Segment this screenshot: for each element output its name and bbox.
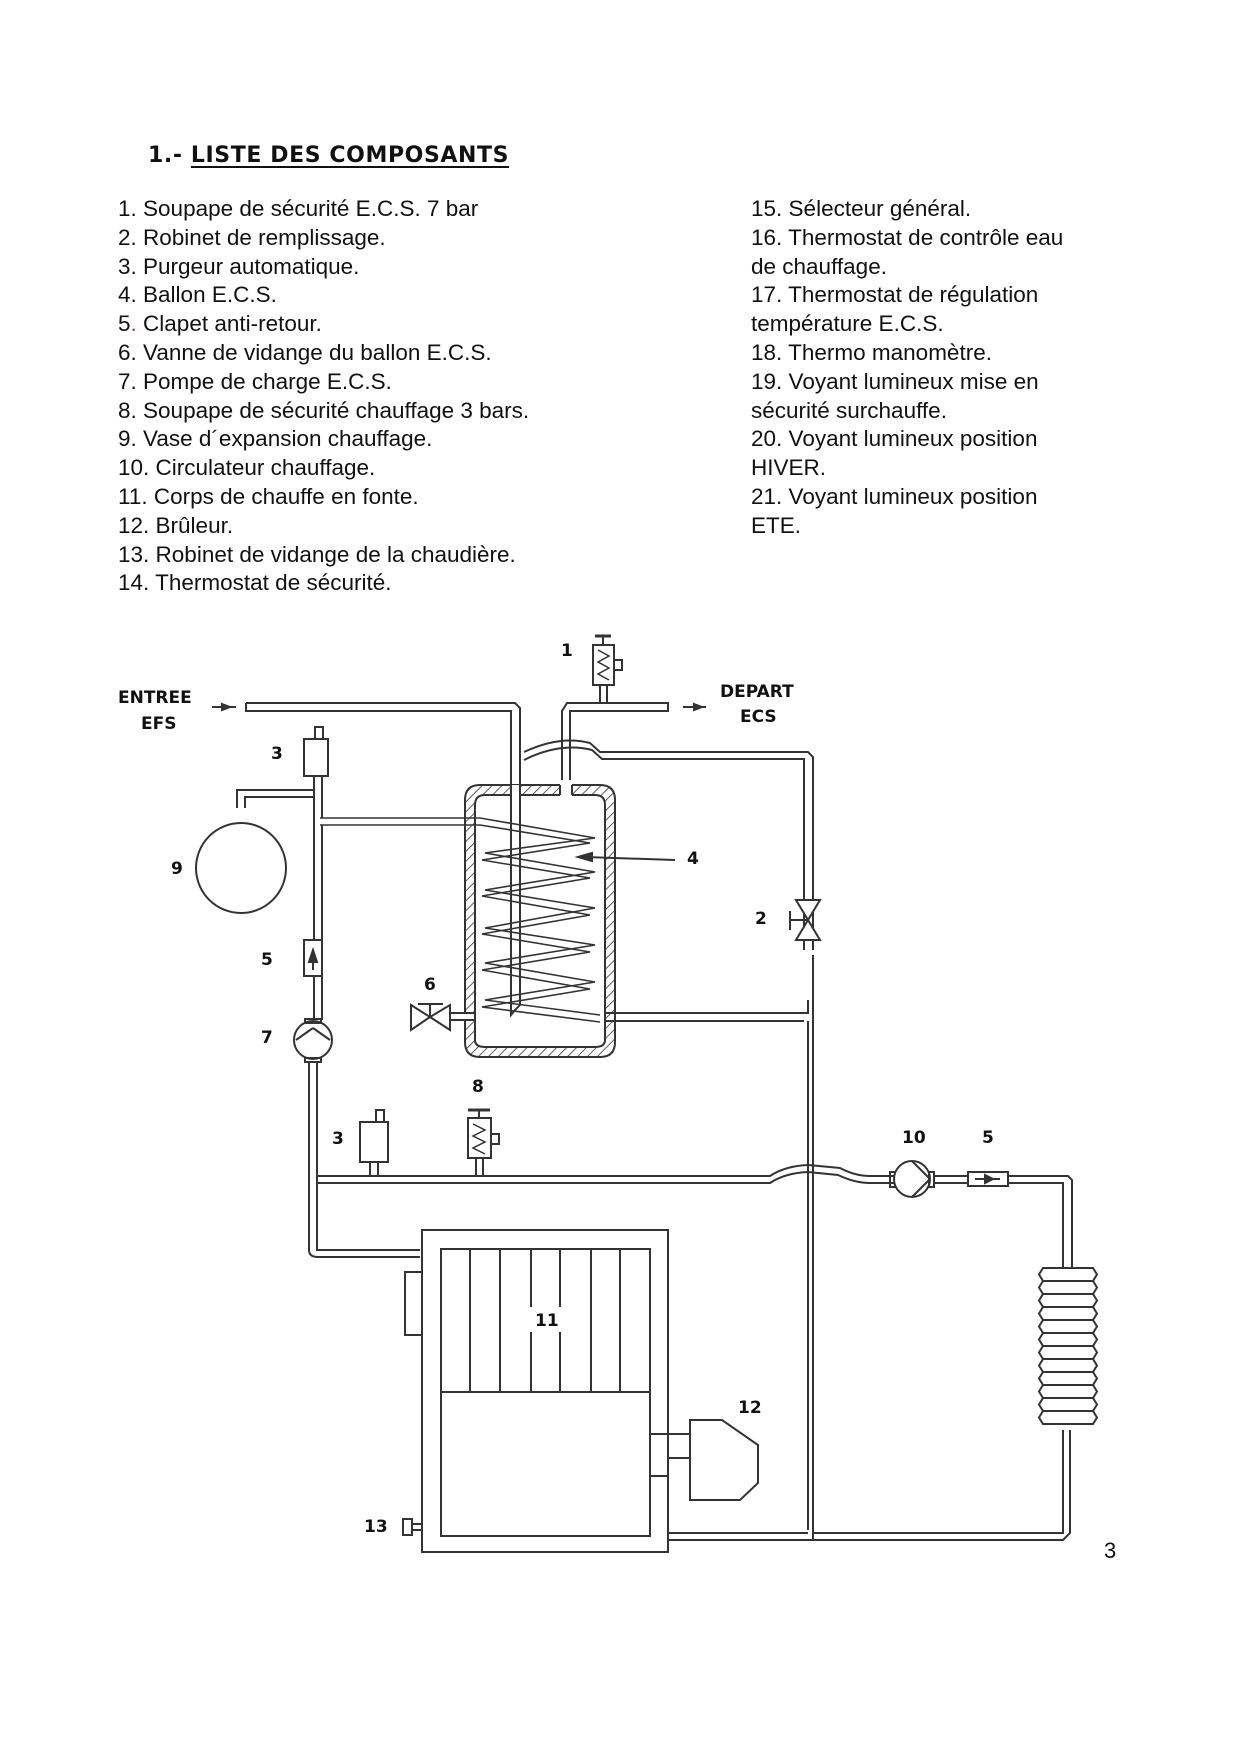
return-pipe (663, 955, 1071, 1541)
check-valve-right-icon (967, 1171, 1073, 1268)
list-item: 7. Pompe de charge E.C.S. (118, 368, 392, 394)
coil-return-pipe (605, 1000, 809, 1022)
callout-5-left: 5 (261, 950, 273, 970)
burner-icon (650, 1419, 759, 1501)
radiator-fin (1037, 1267, 1099, 1282)
heating-coil (320, 817, 601, 1023)
list-item: 6. Vanne de vidange du ballon E.C.S. (118, 339, 492, 365)
list-item: 9. Vase d´expansion chauffage. (118, 426, 433, 452)
callout-3-top: 3 (271, 744, 283, 764)
safety-valve-heating-icon (467, 1108, 500, 1176)
dip-tube (510, 785, 521, 1018)
callout-8: 8 (472, 1077, 484, 1097)
list-item: 18. Thermo manomètre. (751, 339, 992, 365)
page-number: 3 (1104, 1538, 1117, 1563)
radiator-fin (1037, 1358, 1099, 1373)
list-item: 3. Purgeur automatique. (118, 253, 360, 279)
callout-1: 1 (561, 641, 573, 661)
boiler-body (404, 1229, 669, 1553)
charge-pump-icon (293, 1018, 333, 1063)
list-item: 11. Corps de chauffe en fonte. (118, 483, 419, 509)
list-item: 13. Robinet de vidange de la chaudière. (118, 541, 516, 567)
list-item: 12. Brûleur. (118, 512, 234, 538)
radiator-fin (1037, 1410, 1099, 1425)
cold-feed-to-fill-valve-pipe (523, 739, 814, 950)
callout-2: 2 (755, 909, 767, 929)
radiator-fin (1037, 1319, 1099, 1334)
section-number: 1.- (148, 143, 183, 168)
callout-9: 9 (171, 859, 183, 879)
list-item: 8. Soupape de sécurité chauffage 3 bars. (118, 397, 530, 423)
section-title: 1.- LISTE DES COMPOSANTS (148, 143, 509, 168)
outlet-label: DEPART (720, 682, 794, 702)
cast-iron-sections (469, 1249, 621, 1392)
callout-4-arrow-icon (574, 851, 676, 863)
list-item: 15. Sélecteur général. (751, 196, 972, 221)
boiler-drain-valve-icon (402, 1518, 422, 1536)
radiator-fin (1037, 1345, 1099, 1360)
list-item: 5. Clapet anti-retour. (118, 311, 322, 337)
callout-5-right: 5 (982, 1128, 994, 1148)
callout-11: 11 (535, 1311, 559, 1331)
air-vent-bottom-icon (359, 1109, 389, 1176)
callout-12: 12 (738, 1398, 762, 1418)
outlet-label-sub: ECS (740, 707, 777, 727)
air-vent-top-icon (303, 726, 329, 777)
inlet-arrow-icon (212, 702, 236, 712)
control-panel (404, 1271, 423, 1336)
radiator-fin (1037, 1397, 1099, 1412)
list-item: 2. Robinet de remplissage. (118, 224, 386, 250)
outlet-arrow-icon (683, 702, 706, 712)
hot-water-tank (464, 780, 616, 1058)
callout-13: 13 (364, 1517, 388, 1537)
list-item: 10. Circulateur chauffage. (118, 455, 376, 481)
list-item: 4. Ballon E.C.S. (118, 282, 277, 308)
hot-water-outlet-pipe (561, 702, 669, 780)
radiator-icon (1037, 1267, 1099, 1425)
callout-7: 7 (261, 1028, 273, 1048)
tank-drain-valve-icon (410, 1003, 476, 1032)
callout-6: 6 (424, 975, 436, 995)
section-heading: LISTE DES COMPOSANTS (190, 143, 510, 168)
radiator-fin (1037, 1293, 1099, 1308)
inlet-label-sub: EFS (141, 714, 176, 734)
radiator-fin (1037, 1371, 1099, 1386)
callout-4: 4 (687, 849, 699, 869)
component-list-right: 15. Sélecteur général. 16. Thermostat de… (751, 195, 1131, 541)
radiator-fin (1037, 1280, 1099, 1295)
inlet-label: ENTREE (118, 688, 192, 708)
radiator-fin (1037, 1384, 1099, 1399)
heating-flow-pipe (317, 1163, 890, 1184)
check-valve-left-icon (303, 939, 323, 977)
callout-3-bottom: 3 (332, 1129, 344, 1149)
safety-valve-ecs-icon (592, 634, 623, 703)
expansion-vessel-icon (195, 822, 287, 914)
circulator-pump-icon (889, 1160, 968, 1198)
radiator-fin (1037, 1306, 1099, 1321)
callout-10: 10 (902, 1128, 926, 1148)
filling-valve-icon (789, 899, 822, 941)
radiator-fin (1037, 1332, 1099, 1347)
list-item: 1. Soupape de sécurité E.C.S. 7 bar (118, 196, 479, 221)
list-item: 14. Thermostat de sécurité. (118, 570, 392, 596)
component-list-left: 1. Soupape de sécurité E.C.S. 7 bar 2. R… (118, 195, 678, 598)
